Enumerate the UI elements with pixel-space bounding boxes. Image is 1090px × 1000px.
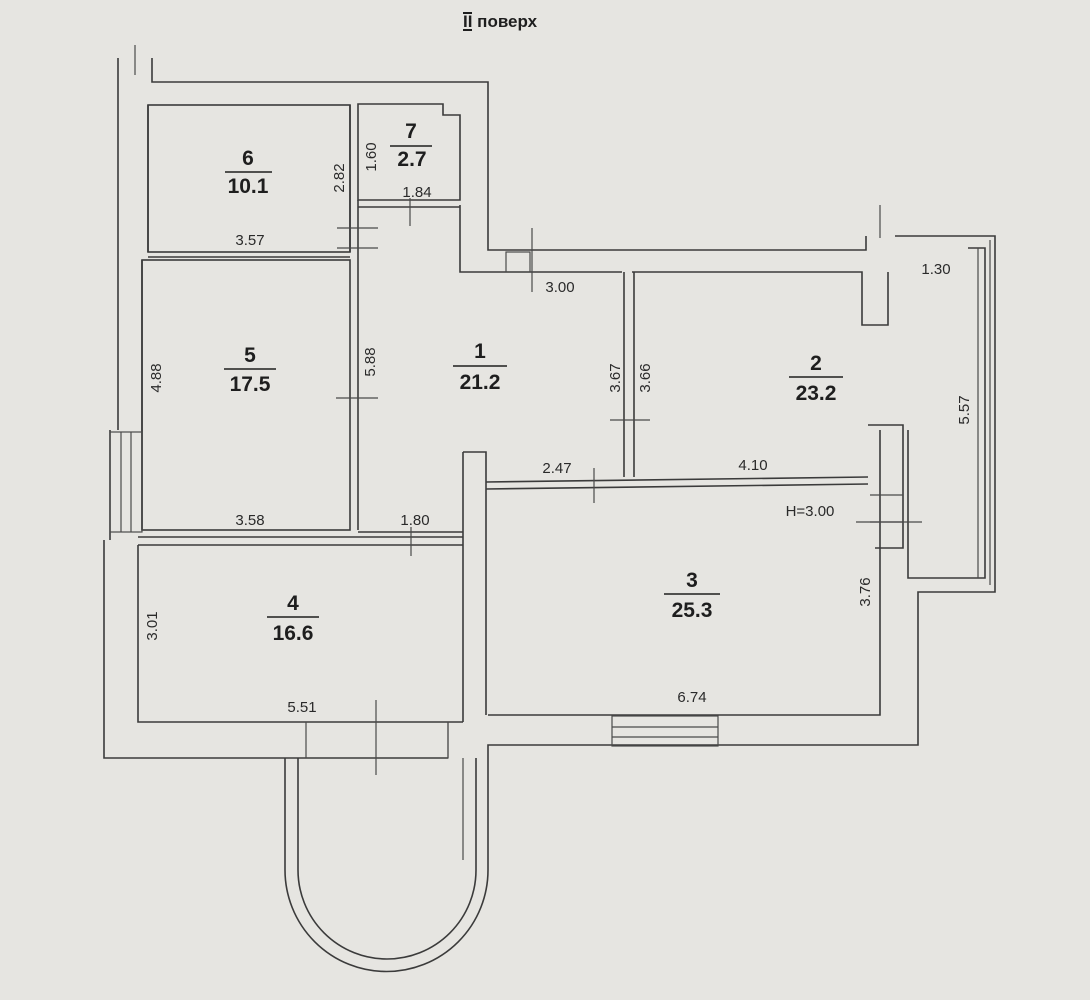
room-area: 10.1 [228,175,269,198]
dim-r1-mid: 2.47 [542,460,571,477]
room-label-1: 1 21.2 [453,340,507,394]
dim-r7-height: 1.60 [363,142,380,171]
room-area: 2.7 [397,148,426,171]
bay-outer [284,758,489,973]
room-area: 17.5 [230,373,271,396]
room-number: 5 [244,344,256,367]
dim-r4-height: 3.01 [144,611,161,640]
outer-wall [103,58,996,759]
room-area: 23.2 [796,382,837,405]
floor-roman-numeral: II [463,12,473,31]
room-label-3: 3 25.3 [664,569,720,622]
room-area: 16.6 [273,622,314,645]
room-label-2: 2 23.2 [789,352,843,405]
dim-corridor-top: 3.00 [545,279,574,296]
dim-r5-width: 3.58 [235,512,264,529]
dim-r2-left: 3.66 [637,363,654,392]
room-area: 25.3 [672,599,713,622]
dim-r2-width: 4.10 [738,457,767,474]
dim-balcony-length: 5.57 [956,395,973,424]
dim-r5-height: 4.88 [148,363,165,392]
room-area: 21.2 [460,371,501,394]
dim-ceiling-height: H=3.00 [786,503,835,520]
dim-r1-bottom: 1.80 [400,512,429,529]
dim-r6-width: 3.57 [235,232,264,249]
room-number: 2 [810,352,822,375]
room-number: 3 [686,569,698,592]
room-label-4: 4 16.6 [267,592,319,645]
room-5-outline [141,259,351,531]
window-corridor [505,251,531,273]
room-label-6: 6 10.1 [225,147,272,198]
room-label-5: 5 17.5 [224,344,276,396]
walls [103,58,996,759]
door-ticks [134,45,922,775]
dim-r1-right: 3.67 [607,363,624,392]
dim-r3-width: 6.74 [677,689,706,706]
room-number: 7 [405,120,417,143]
dim-r6-height: 2.82 [331,163,348,192]
balcony-pier [868,424,904,549]
room-number: 1 [474,340,486,363]
room-number: 6 [242,147,254,170]
dim-balcony-width: 1.30 [921,261,950,278]
corridor-column [462,451,487,722]
room-label-7: 7 2.7 [390,120,432,171]
dim-r3-height: 3.76 [857,577,874,606]
dim-r7-width: 1.84 [402,184,431,201]
dimension-labels: 3.57 2.82 1.60 1.84 4.88 5.88 3.58 1.80 … [144,142,973,716]
dim-r4-width: 5.51 [287,699,316,716]
floor-label: поверх [472,12,538,31]
bay-inner [297,758,477,960]
floor-title: II поверх [463,12,537,32]
window-west [109,431,143,533]
room-number: 4 [287,592,299,615]
dim-r1-height: 5.88 [362,347,379,376]
window-room4 [305,721,449,759]
window-south [611,715,719,747]
